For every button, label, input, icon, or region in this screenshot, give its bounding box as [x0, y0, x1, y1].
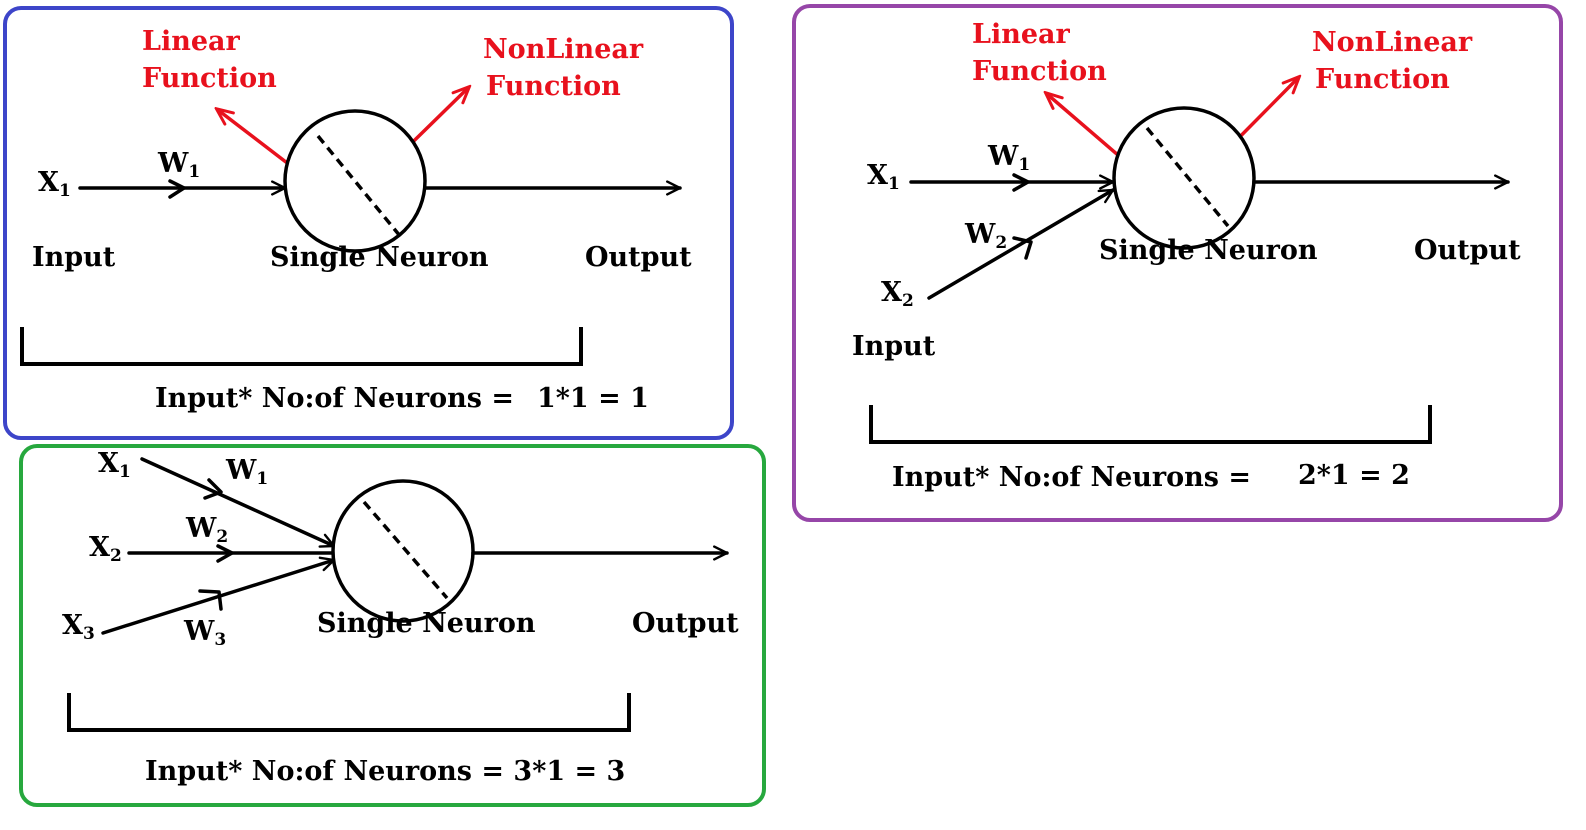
nonlinear-function-label-line2: Function	[486, 71, 621, 102]
weight-w1-label: W1	[157, 148, 200, 182]
neuron-split-dashed-line	[362, 500, 449, 600]
input-label: Input	[32, 242, 116, 273]
neuron-split-dashed-line	[316, 134, 402, 238]
single-neuron-label: Single Neuron	[270, 242, 489, 273]
output-label: Output	[1414, 235, 1521, 266]
bracket	[67, 693, 631, 732]
input-x1-label: X1	[98, 448, 131, 482]
single-neuron-label: Single Neuron	[317, 608, 536, 639]
weight-w1-tick	[203, 478, 223, 500]
nonlinear-function-label-line1: NonLinear	[1312, 27, 1473, 58]
input-label: Input	[852, 331, 936, 362]
weight-w3-tick	[198, 589, 223, 611]
single-neuron-circle	[1112, 106, 1256, 250]
input-x2-label: X2	[881, 277, 914, 311]
single-neuron-circle	[331, 479, 475, 623]
input-x3-label: X3	[62, 610, 95, 644]
input-x1-arrow	[140, 457, 334, 548]
panel-single-input: Linear Function NonLinear Function X1 W1…	[3, 6, 734, 440]
output-label: Output	[632, 608, 739, 639]
weight-w2-label: W2	[185, 513, 228, 547]
bracket	[20, 327, 583, 366]
weight-w2-tick	[1012, 236, 1033, 260]
weight-w1-label: W1	[225, 455, 268, 489]
linear-function-label-line2: Function	[142, 63, 277, 94]
linear-function-label-line1: Linear	[142, 26, 241, 57]
formula-label: Input* No:of Neurons =	[892, 462, 1251, 493]
weight-w1-tick	[168, 179, 186, 199]
bracket	[869, 405, 1432, 444]
panel-1-border	[3, 6, 734, 440]
neuron-split-dashed-line	[1145, 126, 1230, 228]
linear-function-label-line2: Function	[972, 56, 1107, 87]
linear-function-label-line1: Linear	[972, 19, 1071, 50]
weight-w2-label: W2	[964, 219, 1007, 253]
formula-result: 2*1 = 2	[1298, 460, 1410, 491]
formula-result: 1*1 = 1	[537, 383, 649, 414]
panel-two-inputs: Linear Function NonLinear Function X1 W1…	[792, 4, 1563, 522]
weight-w3-label: W3	[183, 616, 226, 650]
nonlinear-function-label-line2: Function	[1315, 64, 1450, 95]
output-label: Output	[585, 242, 692, 273]
single-neuron-circle	[283, 109, 427, 253]
single-neuron-label: Single Neuron	[1099, 235, 1318, 266]
nonlinear-function-label-line1: NonLinear	[483, 34, 644, 65]
formula-label: Input* No:of Neurons = 3*1 = 3	[145, 756, 625, 787]
formula-label: Input* No:of Neurons =	[155, 383, 514, 414]
weight-w2-tick	[216, 544, 234, 563]
panel-3-border	[19, 444, 766, 807]
panel-three-inputs: X1 W1 X2 W2 X3 W3 Single Neuron Output I…	[19, 444, 766, 807]
input-x1-label: X1	[867, 160, 900, 194]
input-x2-arrow	[927, 188, 1113, 300]
input-x1-label: X1	[38, 167, 71, 201]
weight-w1-tick	[1012, 173, 1030, 192]
weight-w1-label: W1	[987, 141, 1030, 175]
input-x2-label: X2	[89, 532, 122, 566]
panel-2-border	[792, 4, 1563, 522]
